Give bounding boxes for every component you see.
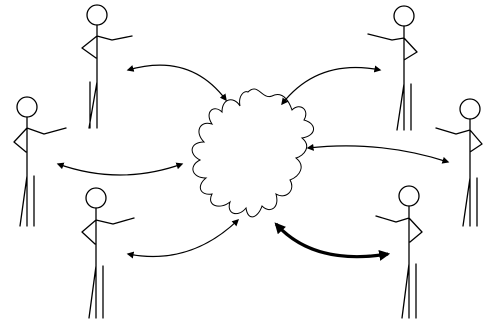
- arrow-bottom-left: [126, 219, 240, 259]
- stick-figure-top-right: [367, 5, 418, 131]
- arrow-top-right: [281, 65, 382, 106]
- stick-figure-top-left: [81, 4, 133, 129]
- arrow-middle-right: [306, 143, 450, 164]
- stick-figure-middle-left: [13, 96, 67, 227]
- arrow-middle-left: [56, 162, 184, 176]
- stick-figure-bottom-left: [81, 187, 135, 319]
- central-blob: [191, 88, 314, 218]
- arrow-top-left: [126, 64, 227, 102]
- stick-figure-bottom-right: [375, 185, 423, 319]
- stick-figure-middle-right: [435, 98, 483, 227]
- arrow-bottom-right: [274, 222, 391, 261]
